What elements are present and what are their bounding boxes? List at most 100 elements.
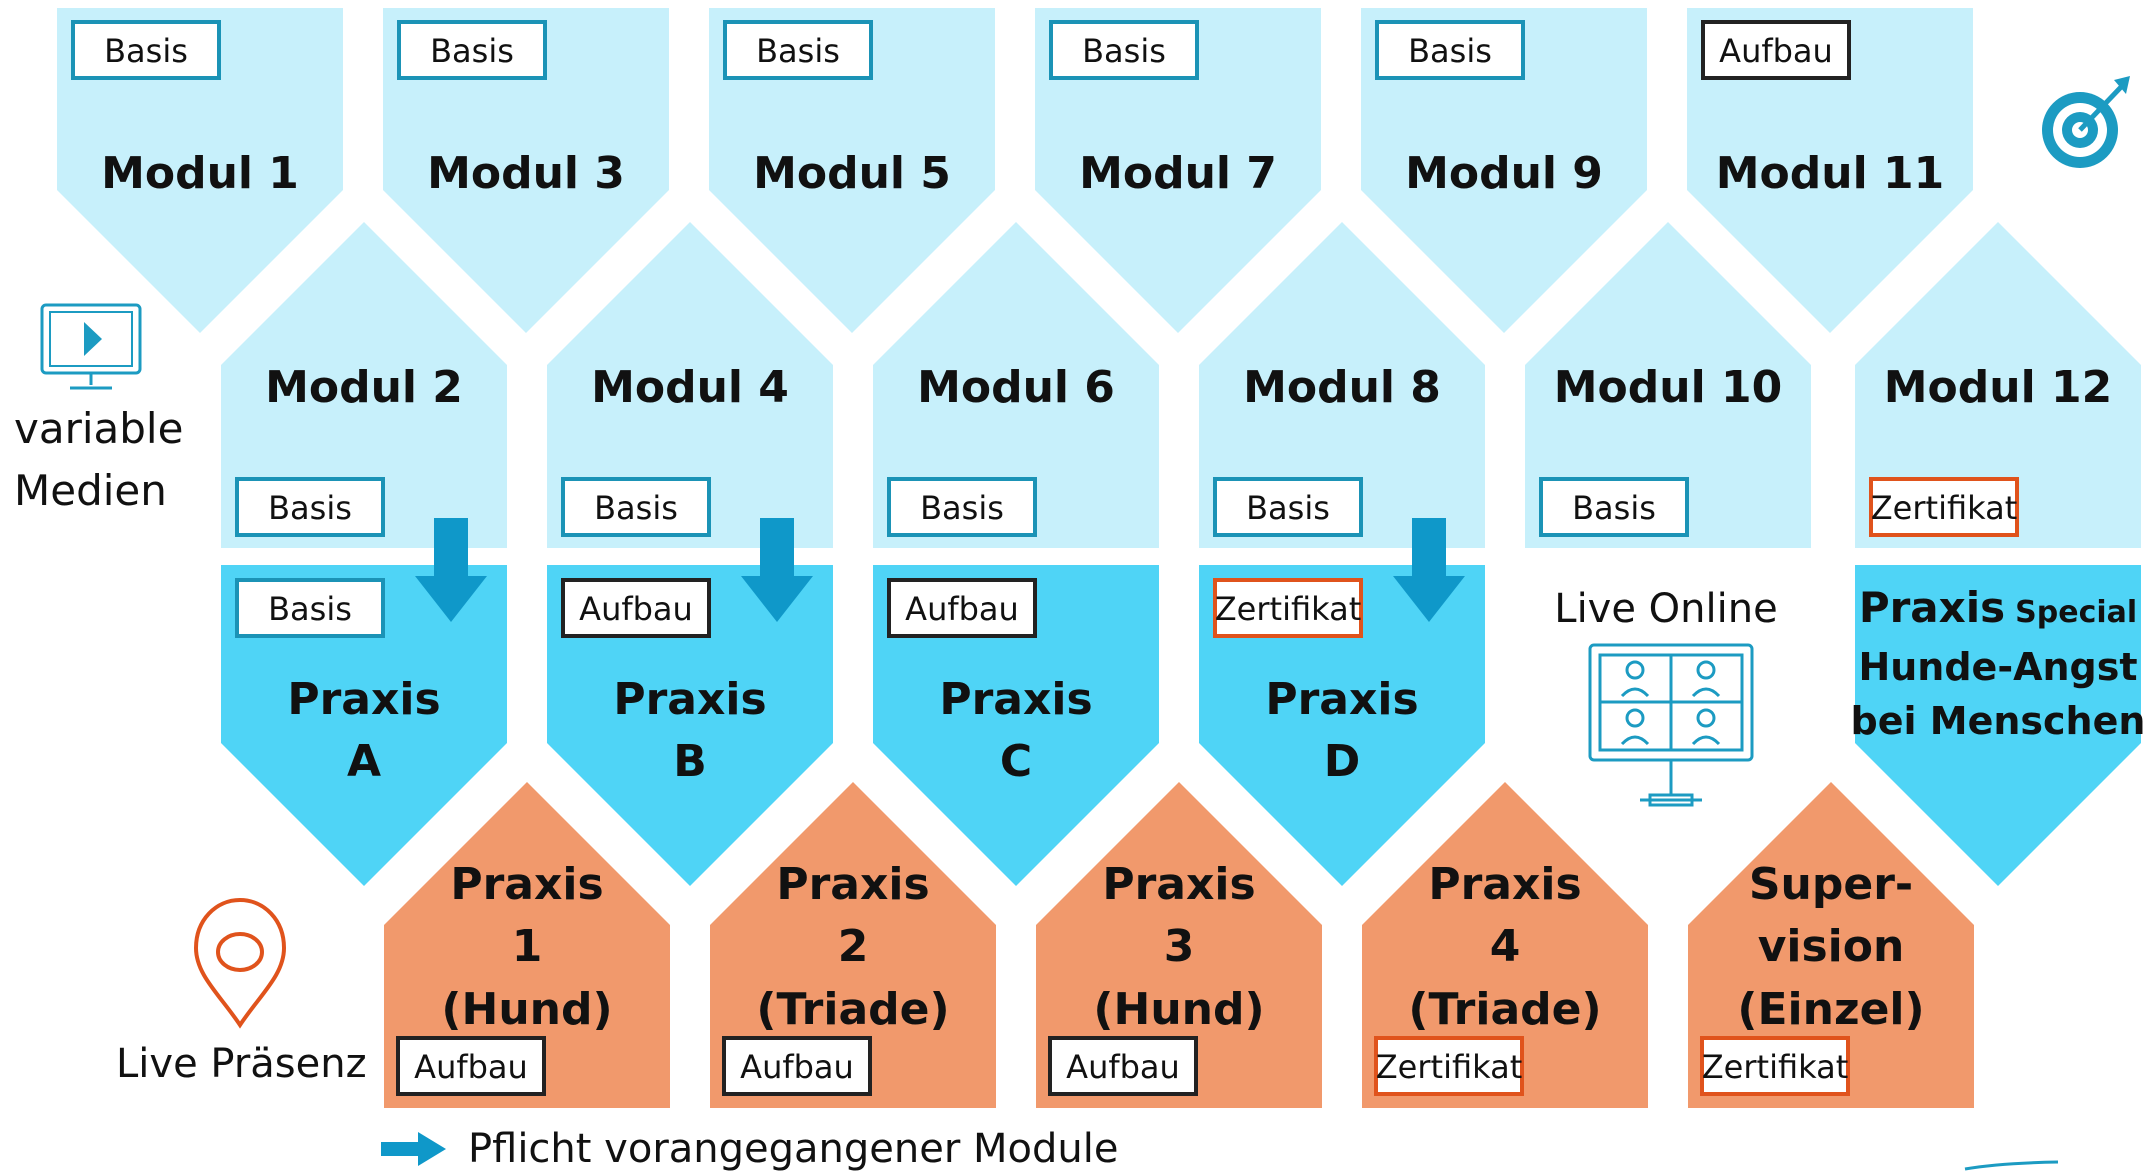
level-badge: Basis <box>235 578 385 638</box>
level-badge: Basis <box>1049 20 1199 80</box>
live-praxis-line: (Triade) <box>756 984 949 1035</box>
row4-live-praxis <box>384 782 1974 1108</box>
prerequisite-arrow-icon <box>741 518 813 622</box>
level-badge-label: Basis <box>1408 32 1492 70</box>
module-shape <box>57 8 343 333</box>
video-conference-monitor-icon <box>1588 643 1754 807</box>
level-badge: Basis <box>1375 20 1525 80</box>
module-shape <box>1855 222 2141 548</box>
media-label-line1: variable <box>14 404 183 453</box>
level-badge-label: Basis <box>1246 489 1330 527</box>
live-praxis-line: (Hund) <box>1093 984 1264 1035</box>
module-shape <box>383 8 669 333</box>
module-shape <box>1687 8 1973 333</box>
module-shape <box>1199 222 1485 548</box>
module-title: Modul 10 <box>1554 362 1782 413</box>
module-shape <box>1525 222 1811 548</box>
module-shape <box>221 222 507 548</box>
module-title: Modul 6 <box>917 362 1115 413</box>
praxis-title: Praxis <box>939 674 1092 725</box>
prerequisite-arrow-icon <box>415 518 487 622</box>
monitor-play-icon <box>40 303 142 390</box>
module-shape <box>1361 8 1647 333</box>
live-online-block: Live Online <box>1554 586 1778 807</box>
live-praxis-shape <box>384 782 670 1108</box>
presence-block: Live Präsenz <box>116 897 367 1087</box>
praxis-title: Praxis <box>1265 674 1418 725</box>
decorative-stroke <box>1964 1160 2059 1171</box>
praxis-letter: B <box>673 736 707 787</box>
level-badge-label: Zertifikat <box>1871 489 2017 527</box>
module-title: Modul 9 <box>1405 148 1603 199</box>
module-title: Modul 4 <box>591 362 789 413</box>
level-badge-label: Aufbau <box>579 590 693 628</box>
level-badge-label: Basis <box>756 32 840 70</box>
special-title-main: Praxis <box>1859 583 2005 632</box>
level-badge-label: Aufbau <box>905 590 1019 628</box>
level-badge: Zertifikat <box>1700 1036 1850 1096</box>
media-block: variable Medien <box>14 303 183 515</box>
level-badge-label: Zertifikat <box>1702 1048 1848 1086</box>
live-praxis-line: Praxis <box>450 859 603 910</box>
level-badge: Zertifikat <box>1213 578 1363 638</box>
module-shape <box>873 222 1159 548</box>
level-badge: Aufbau <box>1048 1036 1198 1096</box>
level-badge: Basis <box>561 477 711 537</box>
module-shape <box>709 8 995 333</box>
level-badge: Basis <box>1539 477 1689 537</box>
praxis-title: Praxis <box>287 674 440 725</box>
level-badge-label: Aufbau <box>1719 32 1833 70</box>
praxis-shape <box>1199 565 1485 886</box>
special-line3: bei Menschen <box>1851 699 2143 743</box>
level-badge: Basis <box>1213 477 1363 537</box>
live-praxis-line: Super- <box>1749 859 1913 910</box>
level-badge-label: Basis <box>920 489 1004 527</box>
module-title: Modul 3 <box>427 148 625 199</box>
module-shape <box>1035 8 1321 333</box>
target-arrow-icon <box>2042 76 2130 168</box>
live-praxis-line: Praxis <box>776 859 929 910</box>
special-title: Praxis Special <box>1859 583 2137 632</box>
live-online-label: Live Online <box>1554 586 1777 632</box>
live-praxis-line: (Triade) <box>1408 984 1601 1035</box>
level-badge-label: Aufbau <box>1066 1048 1180 1086</box>
level-badge-label: Zertifikat <box>1215 590 1361 628</box>
level-badge: Basis <box>397 20 547 80</box>
arrow-right-icon <box>381 1132 446 1166</box>
legend-text: Pflicht vorangegangener Module <box>468 1126 1118 1172</box>
level-badge: Basis <box>235 477 385 537</box>
live-praxis-line: (Hund) <box>441 984 612 1035</box>
live-praxis-line: Praxis <box>1102 859 1255 910</box>
live-praxis-line: vision <box>1758 921 1905 972</box>
module-title: Modul 12 <box>1884 362 2112 413</box>
live-praxis-line: 2 <box>838 921 869 972</box>
live-praxis-shape <box>1362 782 1648 1108</box>
level-badge: Basis <box>71 20 221 80</box>
level-badge: Aufbau <box>722 1036 872 1096</box>
module-title: Modul 8 <box>1243 362 1441 413</box>
live-praxis-shape <box>1036 782 1322 1108</box>
location-pin-icon <box>193 897 287 1029</box>
prerequisite-arrow-icon <box>1393 518 1465 622</box>
level-badge-label: Basis <box>1572 489 1656 527</box>
level-badge: Aufbau <box>561 578 711 638</box>
live-praxis-line: 1 <box>512 921 543 972</box>
live-praxis-shape <box>1688 782 1974 1108</box>
praxis-shape <box>221 565 507 886</box>
praxis-shape <box>873 565 1159 886</box>
level-badge-label: Basis <box>1082 32 1166 70</box>
praxis-shape <box>547 565 833 886</box>
level-badge-label: Aufbau <box>740 1048 854 1086</box>
level-badge-label: Basis <box>430 32 514 70</box>
module-title: Modul 1 <box>101 148 299 199</box>
live-praxis-line: Praxis <box>1428 859 1581 910</box>
level-badge: Basis <box>887 477 1037 537</box>
special-title-small: Special <box>2015 595 2137 630</box>
special-praxis-shape <box>1855 565 2141 886</box>
special-line2: Hunde-Angst <box>1858 645 2137 689</box>
module-title: Modul 5 <box>753 148 951 199</box>
row2-modules <box>221 222 2141 548</box>
level-badge: Aufbau <box>887 578 1037 638</box>
